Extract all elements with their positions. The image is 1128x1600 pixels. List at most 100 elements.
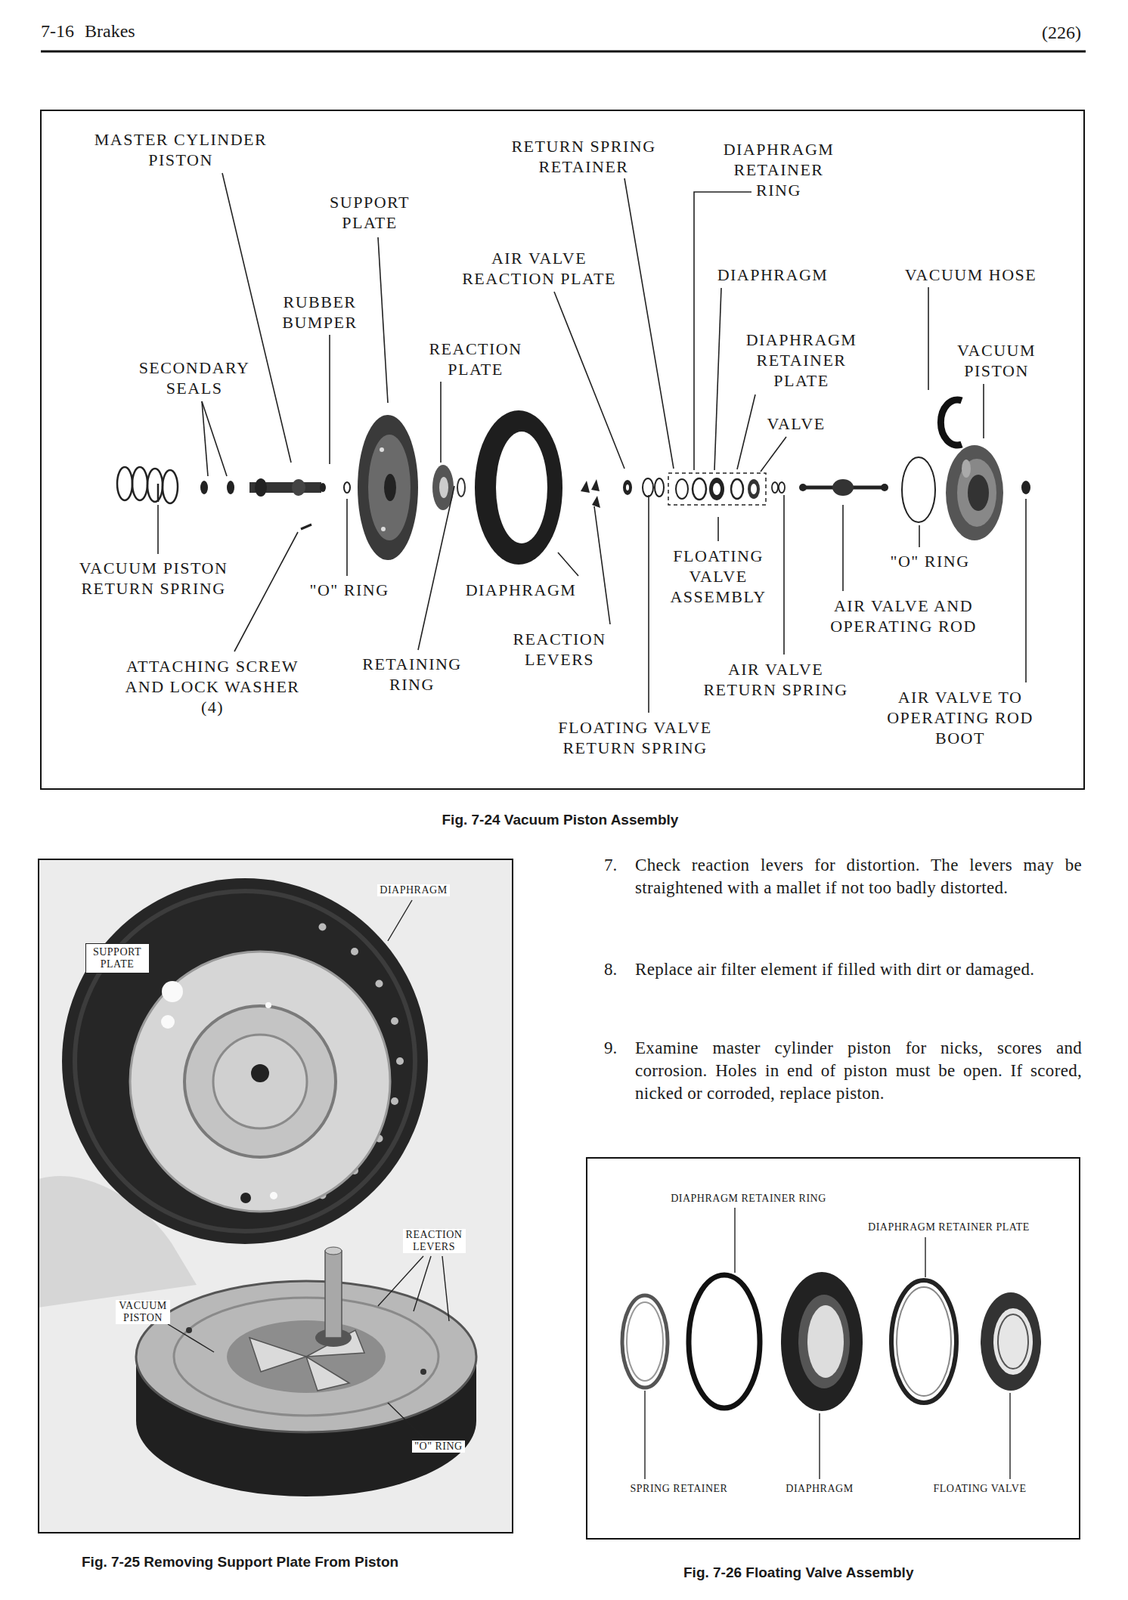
- photo: [390, 1097, 399, 1106]
- floating-valve-assembly: [731, 479, 744, 499]
- photo: [184, 1006, 336, 1158]
- floating-valve-assembly: [692, 478, 707, 500]
- return-spring: [117, 467, 178, 504]
- master-cylinder-piston: [249, 478, 326, 497]
- part-label: DIAPHRAGM: [716, 264, 830, 286]
- part-label: SECONDARY SEALS: [137, 357, 252, 399]
- photo: [161, 1015, 175, 1029]
- floating-valve-assembly: [747, 479, 760, 499]
- photo: [306, 1357, 350, 1392]
- air-valve-operating-rod: [799, 483, 807, 492]
- vacuum-piston: [961, 459, 971, 478]
- master-cylinder-piston: [319, 483, 326, 493]
- part-label: FLOATING VALVE ASSEMBLY: [668, 545, 769, 608]
- floating-valve-parts: [798, 1295, 850, 1389]
- leader-line: [557, 552, 579, 577]
- air-valve-return-spring: [771, 482, 778, 493]
- exploded-view: [117, 399, 1031, 565]
- leader-line: [982, 384, 985, 439]
- photo: [185, 1327, 193, 1334]
- attaching-screw: [300, 524, 312, 530]
- leader-line: [717, 517, 719, 542]
- photo: [226, 1320, 386, 1394]
- part-label: REACTION LEVERS: [511, 629, 608, 670]
- o-ring: [901, 457, 936, 523]
- part-label: AIR VALVE AND OPERATING ROD: [828, 595, 979, 637]
- part-label: VACUUM HOSE: [904, 264, 1039, 286]
- photo: [61, 878, 428, 1245]
- photo: [173, 1298, 439, 1417]
- figure-frame: [586, 1158, 1080, 1540]
- return-spring: [147, 468, 163, 503]
- photo-label: VACUUM PISTON: [115, 1300, 171, 1325]
- photo: [396, 1057, 404, 1066]
- support-plate: [357, 415, 419, 561]
- leader-line: [737, 394, 756, 470]
- support-plate: [381, 526, 386, 532]
- photo: [325, 1251, 342, 1339]
- figure-frame: [40, 110, 1085, 790]
- floating-valve-assembly: [668, 473, 766, 506]
- air-valve-reaction-plate: [625, 484, 630, 491]
- photo: [350, 948, 359, 956]
- part-label: RETAINING RING: [360, 653, 464, 695]
- leader-line: [760, 436, 787, 472]
- leader-line: [387, 900, 413, 942]
- floating-valve-assembly: [712, 483, 721, 496]
- leader-line: [167, 900, 450, 1438]
- part-label: AIR VALVE RETURN SPRING: [701, 659, 850, 701]
- reaction-plate: [439, 477, 449, 499]
- floating-valve-parts: [622, 1272, 1042, 1412]
- page-number: (226): [1041, 22, 1083, 44]
- photo: [265, 1002, 272, 1009]
- photo-label: FLOATING VALVE: [930, 1483, 1029, 1496]
- leader-line: [927, 287, 930, 391]
- leader-line: [554, 291, 625, 469]
- box-label: SUPPORT PLATE: [89, 946, 146, 971]
- floating-valve-parts: [896, 1287, 952, 1397]
- item-number: 7.: [604, 854, 620, 877]
- photo: [390, 1017, 399, 1026]
- return-spring: [132, 467, 148, 501]
- o-ring: [343, 482, 351, 493]
- part-label: VACUUM PISTON RETURN SPRING: [77, 557, 230, 599]
- photo-label: "O" RING: [412, 1440, 465, 1454]
- floating-valve-assembly: [668, 473, 766, 506]
- photo: [240, 1193, 252, 1204]
- photo: [213, 1035, 307, 1129]
- retaining-ring: [457, 478, 465, 497]
- leader-line: [647, 495, 650, 713]
- figure-caption: Fig. 7-25 Removing Support Plate From Pi…: [81, 1554, 401, 1572]
- photo: [269, 1192, 278, 1200]
- leader-line: [201, 401, 208, 477]
- photo: [130, 951, 391, 1212]
- part-label: SUPPORT PLATE: [328, 192, 412, 233]
- leader-line: [783, 495, 785, 655]
- part-label: "O" RING: [889, 551, 971, 572]
- leader-line: [201, 401, 227, 477]
- diaphragm: [474, 410, 563, 565]
- photo: [325, 1247, 342, 1256]
- floating-valve-assembly: [675, 479, 688, 499]
- section-title: Brakes: [84, 21, 137, 42]
- leader-line: [644, 1208, 1011, 1480]
- floating-valve-parts: [780, 1272, 863, 1412]
- spring-retainer: [654, 478, 664, 497]
- boot: [1021, 480, 1031, 495]
- item-number: 9.: [604, 1037, 620, 1060]
- floating-valve-parts: [980, 1292, 1042, 1392]
- label-box: SUPPORT PLATE: [85, 943, 150, 974]
- paragraph: Examine master cylinder piston for nicks…: [635, 1037, 1082, 1106]
- photo-label: DIAPHRAGM RETAINER PLATE: [865, 1221, 1032, 1234]
- photo-label: DIAPHRAGM: [783, 1483, 856, 1496]
- vacuum-hose: [940, 399, 962, 446]
- part-label: DIAPHRAGM RETAINER RING: [722, 139, 837, 201]
- reaction-lever: [580, 479, 601, 509]
- support-plate: [384, 474, 397, 502]
- vacuum-piston: [967, 474, 989, 512]
- leader-line: [624, 178, 674, 469]
- photo: [74, 891, 416, 1232]
- photo: [136, 1281, 477, 1433]
- item-number: 8.: [604, 958, 620, 982]
